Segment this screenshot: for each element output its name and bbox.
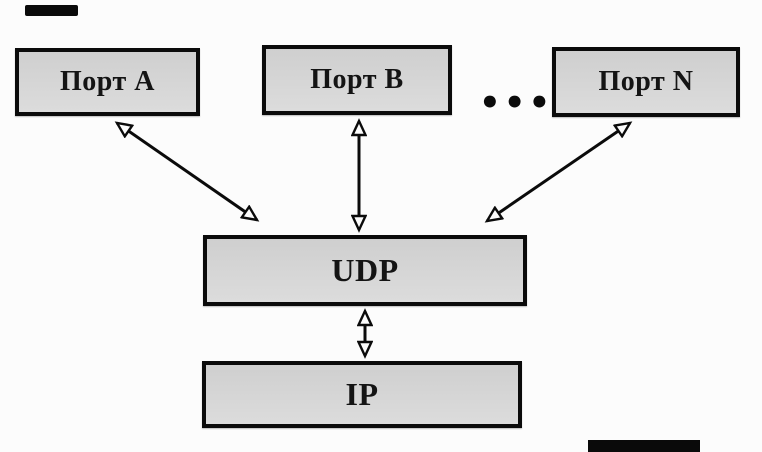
node-ip-label: IP (345, 376, 379, 412)
node-port-b: Порт B (262, 45, 452, 115)
node-port-a: Порт A (15, 48, 200, 116)
watermark-artifact-top-left (25, 5, 78, 16)
arrow-port-n-udp (487, 123, 630, 221)
ellipsis-dots: ••• (479, 83, 554, 123)
arrow-port-a-udp (117, 123, 257, 220)
watermark-artifact-bottom-right (588, 440, 700, 452)
node-port-n-label: Порт N (598, 66, 694, 97)
node-udp: UDP (203, 235, 527, 306)
node-port-n: Порт N (552, 47, 740, 117)
node-udp-label: UDP (331, 252, 399, 288)
node-ip: IP (202, 361, 522, 428)
node-port-a-label: Порт A (60, 66, 155, 97)
node-port-b-label: Порт B (310, 64, 404, 95)
